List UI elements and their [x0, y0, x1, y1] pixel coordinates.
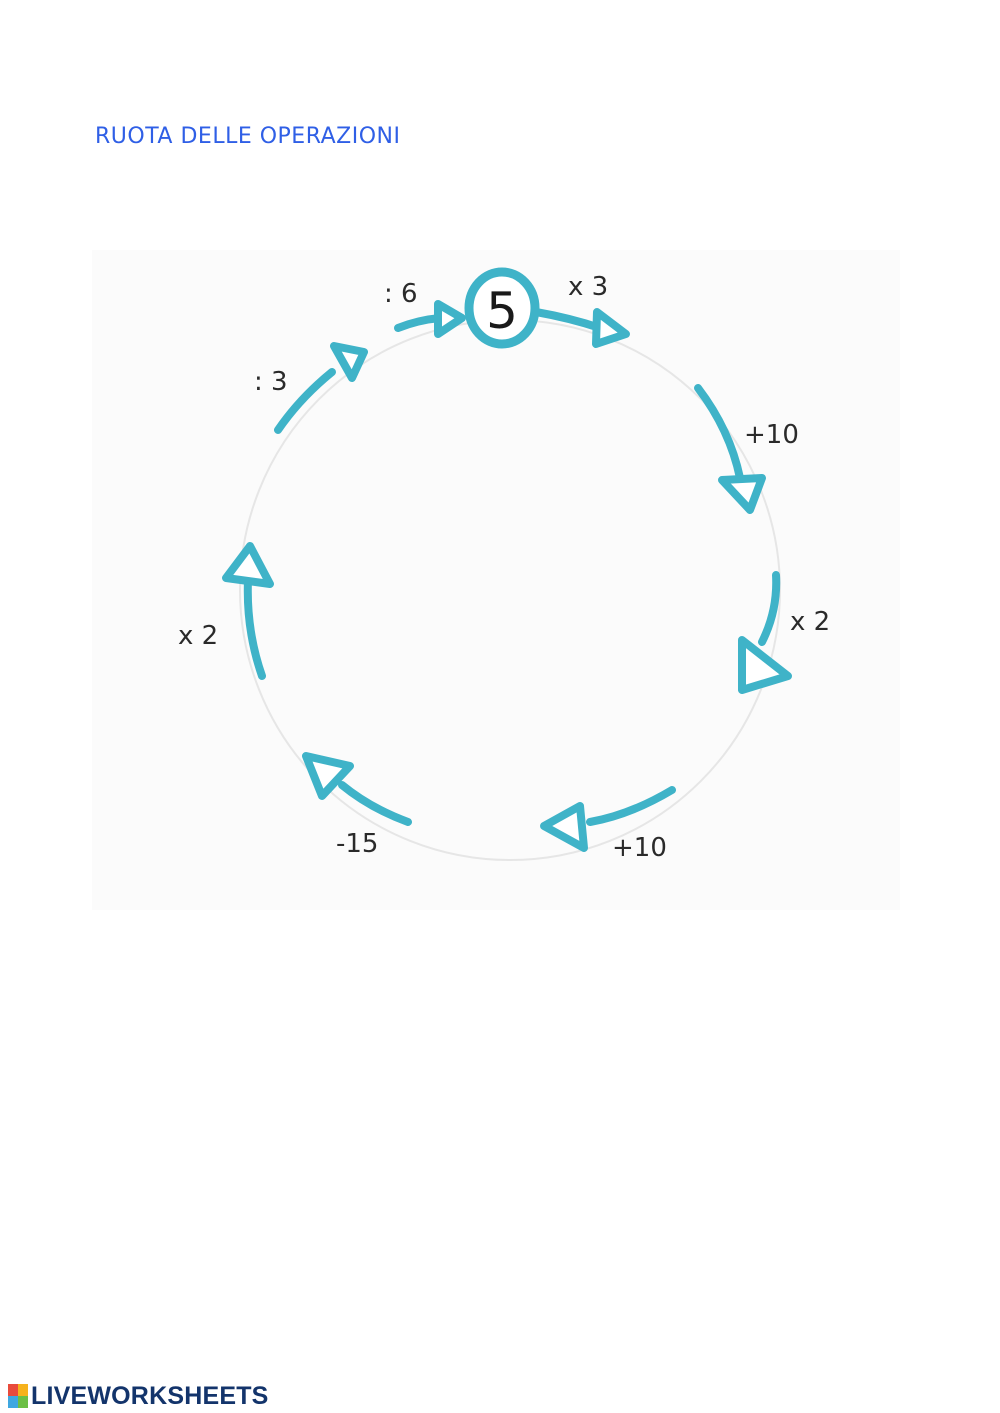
- liveworksheets-logo-icon: [8, 1384, 28, 1408]
- op-label-times-3: x 3: [568, 272, 608, 302]
- page-title: RUOTA DELLE OPERAZIONI: [95, 124, 401, 149]
- start-node: 5: [464, 267, 540, 349]
- arrow-times-2-left: [222, 542, 274, 680]
- logo-square-red: [8, 1384, 18, 1396]
- arrow-times-3: [532, 308, 630, 348]
- logo-square-green: [18, 1396, 28, 1408]
- brand-name: LIVEWORKSHEETS: [31, 1381, 269, 1410]
- logo-square-blue: [8, 1396, 18, 1408]
- logo-square-yellow: [18, 1384, 28, 1396]
- op-label-minus-15: -15: [336, 829, 378, 859]
- arrow-plus-10-bottom: [540, 786, 676, 852]
- op-label-times-2-left: x 2: [178, 621, 218, 651]
- op-label-plus-10-bottom: +10: [612, 833, 667, 863]
- operations-wheel: 5 x 3 +10 x 2 +10 -15 x 2 : 3: [178, 267, 831, 863]
- arrow-minus-15: [302, 752, 412, 826]
- op-label-times-2-right: x 2: [790, 607, 830, 637]
- op-label-divide-6: : 6: [384, 279, 418, 309]
- start-number: 5: [486, 282, 518, 340]
- op-label-divide-3: : 3: [254, 367, 288, 397]
- arrow-times-2-right: [738, 571, 792, 694]
- start-node-ring: [464, 267, 540, 349]
- arrow-divide-6: [394, 300, 466, 338]
- footer-brand: LIVEWORKSHEETS: [8, 1380, 269, 1412]
- op-label-plus-10-right: +10: [744, 420, 799, 450]
- arrow-plus-10-right: [694, 384, 766, 514]
- arrow-divide-3: [274, 342, 368, 434]
